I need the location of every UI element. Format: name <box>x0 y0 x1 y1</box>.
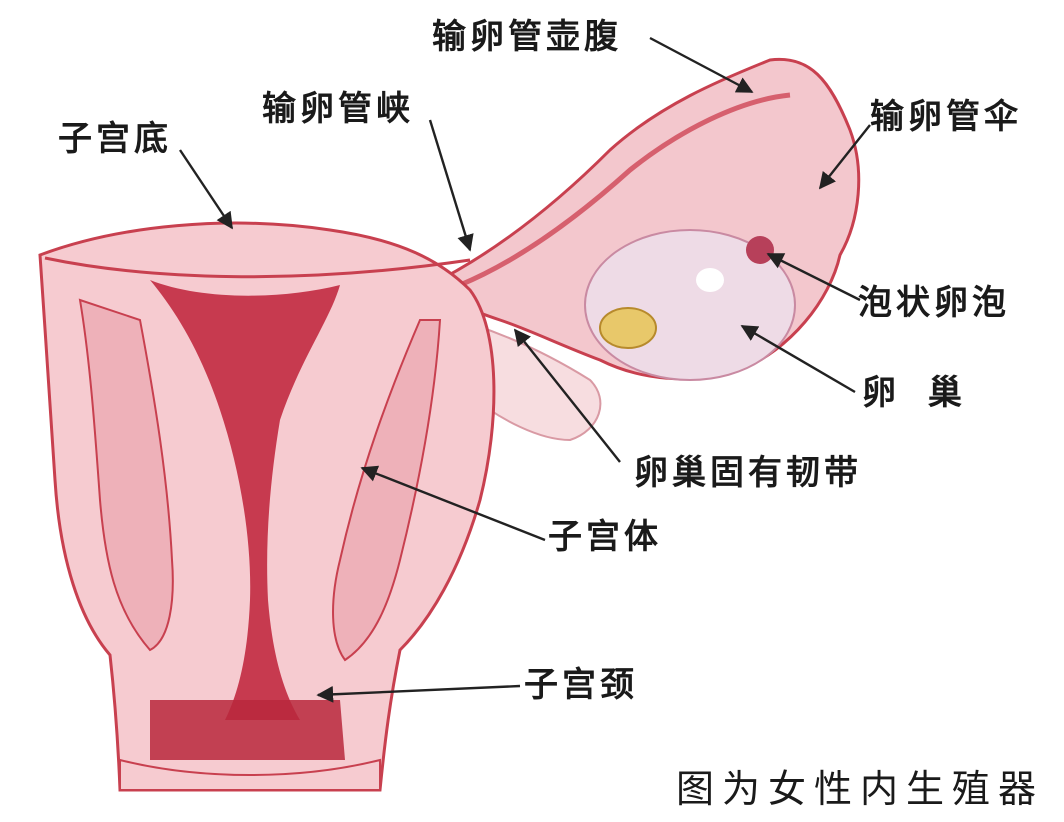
corpus-luteum <box>600 308 656 348</box>
label-infundibulum: 输卵管伞 <box>870 100 1022 134</box>
arrow-isthmus <box>430 120 470 250</box>
figure-caption: 图为女性内生殖器 <box>676 770 1044 808</box>
follicle-shape <box>746 236 774 264</box>
arrow-ampulla <box>650 38 752 92</box>
ovary-spot <box>696 268 724 292</box>
label-follicle: 泡状卵泡 <box>858 286 1010 320</box>
label-ovarian-ligament: 卵巢固有韧带 <box>634 456 862 490</box>
label-uterine-body: 子宫体 <box>548 520 662 554</box>
label-isthmus: 输卵管峡 <box>262 92 414 126</box>
cervical-canal <box>150 700 345 760</box>
label-cervix: 子宫颈 <box>524 668 638 702</box>
arrow-fundus <box>180 150 232 228</box>
label-ovary: 卵 巢 <box>862 376 972 410</box>
label-fundus: 子宫底 <box>58 122 172 156</box>
label-ampulla: 输卵管壶腹 <box>432 20 622 54</box>
